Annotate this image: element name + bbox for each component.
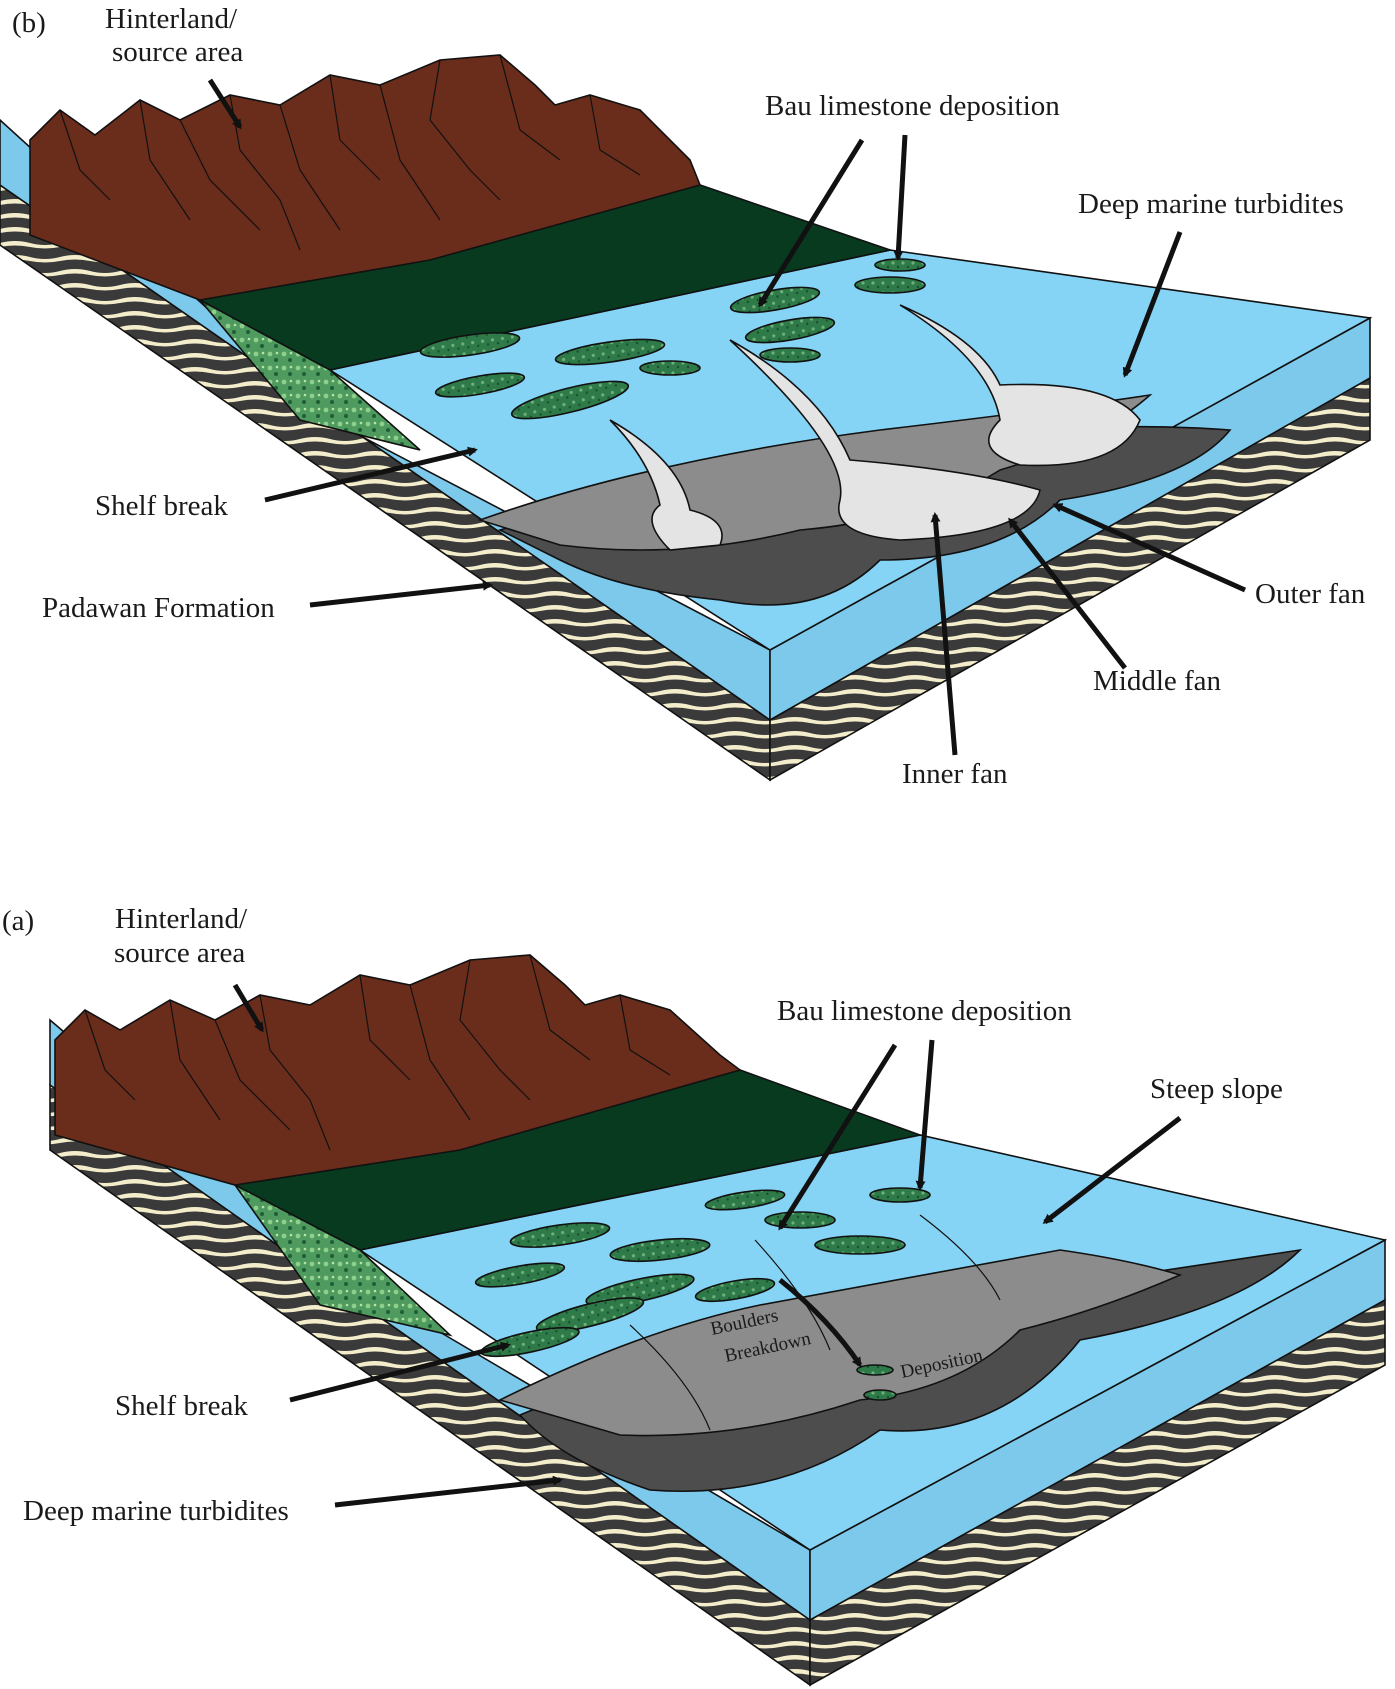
panel-a-hinterland-line2: source area <box>114 937 245 969</box>
panel-a-hinterland-line1: Hinterland/ <box>115 903 248 935</box>
panel-a-hinterland-mountains <box>54 954 742 1186</box>
panel-a: (a) Hinterland/ source area Bau limeston… <box>2 903 1388 1687</box>
panel-b-padawan-label: Padawan Formation <box>42 592 275 624</box>
panel-b-submarine-fans <box>609 304 1141 551</box>
panel-b-tag: (b) <box>12 7 46 39</box>
panel-a-steep-slope-label: Steep slope <box>1150 1073 1283 1105</box>
panel-a-reef-margin <box>234 1184 453 1337</box>
panel-a-tag: (a) <box>2 905 34 937</box>
panel-b-hinterland-line2: source area <box>112 36 243 68</box>
panel-a-deep-marine-label: Deep marine turbidites <box>23 1495 289 1527</box>
panel-b-outer-fan-label: Outer fan <box>1255 578 1366 610</box>
panel-b-shelf-break-label: Shelf break <box>95 490 228 522</box>
panel-b-bau-label: Bau limestone deposition <box>765 90 1060 122</box>
panel-a-boulder-path-arrow <box>778 1278 863 1368</box>
panel-a-bau-label: Bau limestone deposition <box>777 995 1072 1027</box>
panel-b-reef-margin <box>199 299 421 451</box>
panel-b: (b) Hinterland/ source area Bau limeston… <box>0 3 1373 790</box>
panel-b-hinterland-mountains <box>29 54 702 301</box>
panel-b-inner-fan-label: Inner fan <box>902 758 1008 790</box>
panel-a-arrows <box>232 983 1182 1508</box>
panel-a-shelf-break-label: Shelf break <box>115 1390 248 1422</box>
panel-b-hinterland-line1: Hinterland/ <box>105 3 238 35</box>
panel-b-middle-fan-label: Middle fan <box>1093 665 1222 697</box>
panel-b-arrows <box>207 78 1247 756</box>
panel-b-limestone-lenses <box>419 258 926 420</box>
panel-b-deep-marine-label: Deep marine turbidites <box>1078 188 1344 220</box>
panel-a-basin-mid <box>497 1249 1183 1437</box>
